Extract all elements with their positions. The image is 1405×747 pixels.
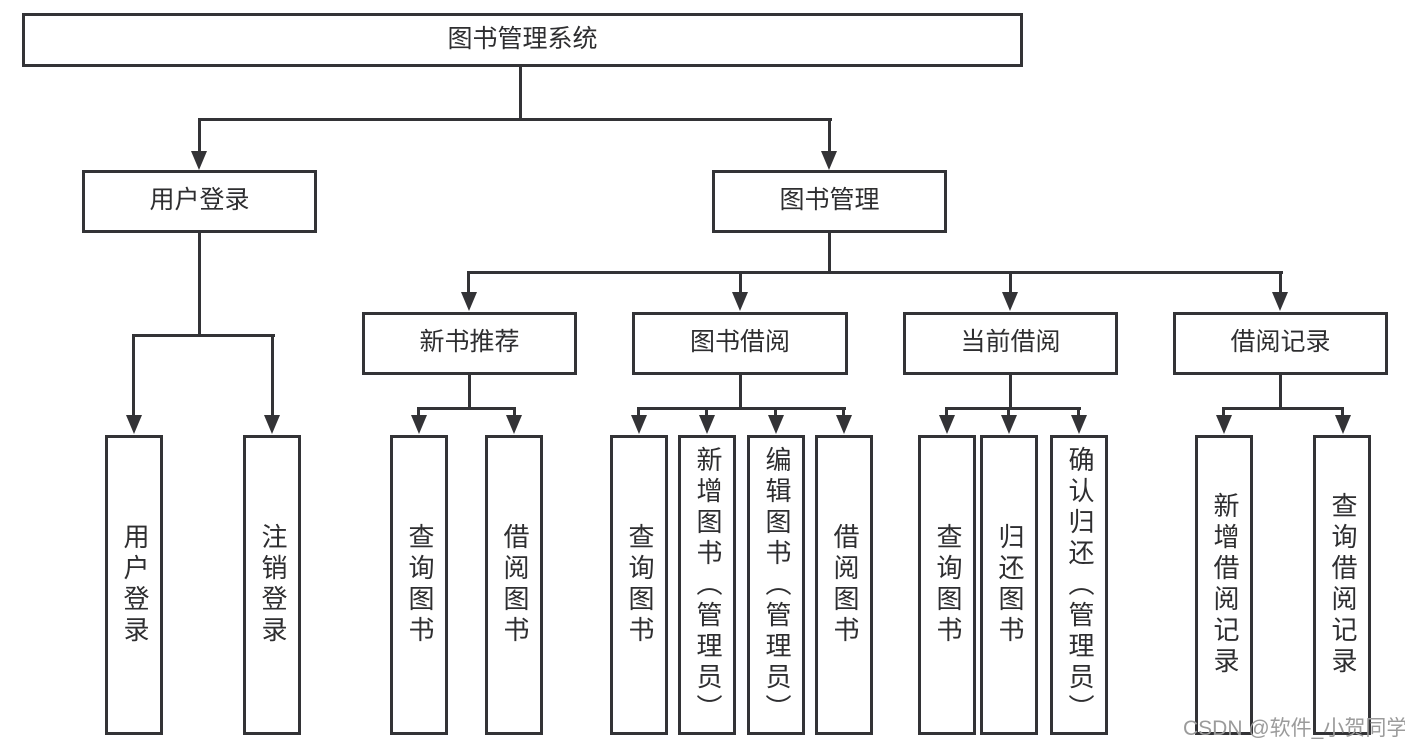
connector-borrowing-bar (637, 407, 846, 410)
connector-borrowing-shaft-1 (637, 407, 640, 417)
connector-current-shaft-3 (1077, 407, 1080, 417)
arrowhead-recommend-query (411, 415, 427, 434)
connector-userlogin-stem (198, 233, 201, 336)
arrowhead-current-return (1001, 415, 1017, 434)
leaf-records-add-record: 新增借阅记录 (1195, 435, 1253, 735)
connector-records-shaft-1 (1222, 407, 1225, 417)
node-user-login: 用户登录 (82, 170, 317, 233)
connector-records-stem (1279, 375, 1282, 408)
connector-recommend-stem (468, 375, 471, 408)
connector-root-left-shaft (198, 118, 201, 154)
node-current-borrowing: 当前借阅 (903, 312, 1118, 375)
arrowhead-to-current-borrowing (1002, 292, 1018, 311)
arrowhead-records-query (1335, 415, 1351, 434)
connector-userlogin-bar (132, 334, 275, 337)
leaf-current-confirm-return-admin: 确认归还（管理员） (1050, 435, 1108, 735)
arrowhead-borrowing-borrow (836, 415, 852, 434)
leaf-borrowing-borrow-books: 借阅图书 (815, 435, 873, 735)
leaf-recommend-query-books: 查询图书 (390, 435, 448, 735)
csdn-watermark: CSDN @软件_小贺同学 (1183, 717, 1405, 740)
connector-root-right-shaft (828, 118, 831, 154)
connector-recommend-shaft-1 (417, 407, 420, 417)
arrowhead-to-borrowing-records (1272, 292, 1288, 311)
node-borrowing-records: 借阅记录 (1173, 312, 1388, 375)
leaf-current-query-books: 查询图书 (918, 435, 976, 735)
connector-root-stem (519, 67, 522, 119)
connector-userlogin-shaft-2 (271, 334, 274, 417)
arrowhead-to-user-login (191, 151, 207, 170)
node-new-book-recommend: 新书推荐 (362, 312, 577, 375)
arrowhead-borrowing-edit (768, 415, 784, 434)
arrowhead-to-leaf-user-login (126, 415, 142, 434)
connector-bookmgmt-shaft-3 (1009, 271, 1012, 294)
node-book-management: 图书管理 (712, 170, 947, 233)
connector-records-shaft-2 (1341, 407, 1344, 417)
node-book-borrowing: 图书借阅 (632, 312, 848, 375)
connector-recommend-shaft-2 (513, 407, 516, 417)
connector-bookmgmt-stem (828, 233, 831, 273)
connector-records-bar (1222, 407, 1344, 410)
leaf-records-query-record: 查询借阅记录 (1313, 435, 1371, 735)
arrowhead-borrowing-add (699, 415, 715, 434)
connector-borrowing-shaft-4 (842, 407, 845, 417)
arrowhead-current-query (939, 415, 955, 434)
connector-bookmgmt-shaft-1 (467, 271, 470, 294)
arrowhead-to-book-management (821, 151, 837, 170)
connector-current-shaft-2 (1007, 407, 1010, 417)
connector-recommend-bar (417, 407, 516, 410)
connector-borrowing-shaft-2 (705, 407, 708, 417)
connector-current-bar (945, 407, 1081, 410)
leaf-borrowing-edit-books-admin: 编辑图书（管理员） (747, 435, 805, 735)
leaf-borrowing-add-books-admin: 新增图书（管理员） (678, 435, 736, 735)
arrowhead-records-add (1216, 415, 1232, 434)
connector-bookmgmt-bar (467, 271, 1283, 274)
arrowhead-borrowing-query (631, 415, 647, 434)
leaf-recommend-borrow-books: 借阅图书 (485, 435, 543, 735)
connector-borrowing-shaft-3 (774, 407, 777, 417)
arrowhead-current-confirm (1071, 415, 1087, 434)
leaf-borrowing-query-books: 查询图书 (610, 435, 668, 735)
arrowhead-recommend-borrow (506, 415, 522, 434)
connector-bookmgmt-shaft-2 (739, 271, 742, 294)
connector-root-bar (198, 118, 832, 121)
node-library-system: 图书管理系统 (22, 13, 1023, 67)
connector-current-shaft-1 (945, 407, 948, 417)
arrowhead-to-new-book-recommend (461, 292, 477, 311)
leaf-logout-login: 注销登录 (243, 435, 301, 735)
arrowhead-to-leaf-logout (264, 415, 280, 434)
connector-bookmgmt-shaft-4 (1279, 271, 1282, 294)
connector-current-stem (1009, 375, 1012, 408)
arrowhead-to-book-borrowing (732, 292, 748, 311)
leaf-current-return-books: 归还图书 (980, 435, 1038, 735)
connector-userlogin-shaft-1 (132, 334, 135, 417)
leaf-user-login: 用户登录 (105, 435, 163, 735)
connector-borrowing-stem (739, 375, 742, 408)
